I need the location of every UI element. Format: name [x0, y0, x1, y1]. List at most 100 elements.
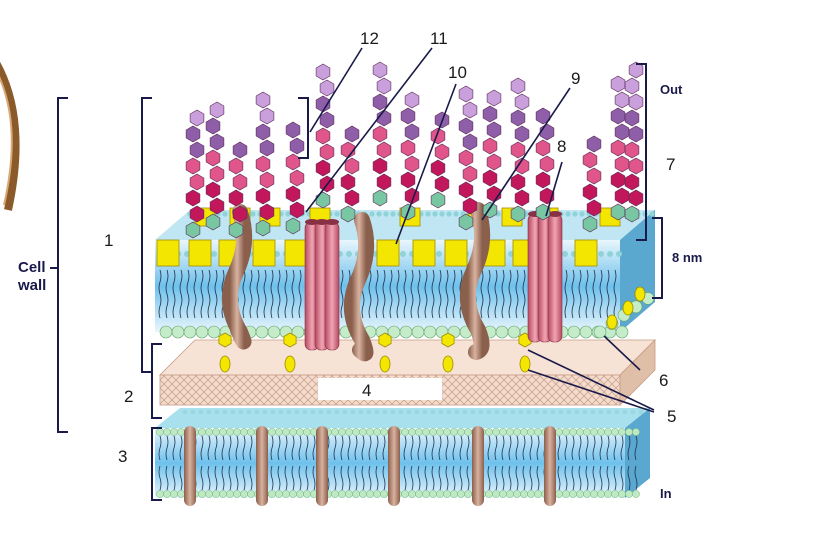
in-label: In	[660, 486, 672, 501]
lipid-head	[562, 490, 569, 497]
lipid-head	[632, 428, 639, 435]
lipid-head-top	[487, 410, 492, 415]
lipid-head-green	[568, 326, 580, 338]
lipid-head-green	[208, 326, 220, 338]
lipid-head	[415, 490, 422, 497]
peptidoglycan-layer	[160, 340, 655, 405]
porin-opening	[325, 219, 339, 225]
lipid-head-top	[479, 410, 484, 415]
lps-sugar-hex	[401, 140, 415, 156]
lps-sugar-hex	[286, 186, 300, 202]
lipid-head	[376, 211, 381, 216]
lps-sugar-hex	[256, 124, 270, 140]
lipid-head-green	[580, 326, 592, 338]
lipid-head	[373, 428, 380, 435]
lipid-head-top	[391, 410, 396, 415]
lipid-head-top	[295, 410, 300, 415]
lipid-head-top	[567, 410, 572, 415]
lipid-head-top	[375, 410, 380, 415]
lipid-head-top	[327, 410, 332, 415]
lipid-head	[436, 428, 443, 435]
cell-wall-label-line1: Cell	[18, 259, 46, 276]
lps-sugar-hex	[206, 150, 220, 166]
lipid-head-top	[311, 410, 316, 415]
lipid-head	[401, 490, 408, 497]
lipid-head-top	[415, 410, 420, 415]
lipid-head-top	[215, 410, 220, 415]
lipoprotein-ellipse	[380, 356, 390, 372]
lipid-head-green	[412, 326, 424, 338]
lipid-head	[604, 428, 611, 435]
lipid-head	[352, 428, 359, 435]
lps-sugar-hex	[373, 158, 387, 174]
lipid-head	[569, 490, 576, 497]
lps-sugar-hex	[459, 86, 473, 102]
label-6: 6	[659, 371, 668, 390]
lipid-head	[390, 211, 395, 216]
lipid-head	[198, 428, 205, 435]
lipid-head	[296, 490, 303, 497]
lipid-head	[212, 490, 219, 497]
label-4: 4	[362, 381, 371, 400]
lps-sugar-hex	[615, 92, 629, 108]
lps-sugar-hex	[611, 172, 625, 188]
lipid-head-top	[335, 410, 340, 415]
lipid-head	[177, 428, 184, 435]
lps-sugar-hex	[210, 102, 224, 118]
lipid-head	[163, 428, 170, 435]
lps-sugar-hex	[487, 154, 501, 170]
lipid-head	[247, 490, 254, 497]
lipid-head	[513, 490, 520, 497]
lipid-head-top	[495, 410, 500, 415]
lps-sugar-hex	[377, 142, 391, 158]
lipid-head	[346, 251, 352, 257]
lipid-head	[422, 428, 429, 435]
lipid-head-top	[535, 410, 540, 415]
lipid-head	[569, 428, 576, 435]
lipid-head-top	[615, 410, 620, 415]
lipid-head	[439, 211, 444, 216]
lipid-head-green	[196, 326, 208, 338]
lps-sugar-hex	[515, 94, 529, 110]
lipid-head	[289, 490, 296, 497]
lipid-head	[527, 428, 534, 435]
lps-sugar-hex	[487, 122, 501, 138]
lipid-head-green	[400, 326, 412, 338]
lps-sugar-hex	[431, 192, 445, 208]
lipid-head	[562, 428, 569, 435]
lps-sugar-hex	[463, 102, 477, 118]
lipid-head	[625, 428, 632, 435]
lipid-head	[453, 211, 458, 216]
lipid-head	[632, 490, 639, 497]
lipid-head	[450, 490, 457, 497]
lps-sugar-hex	[405, 124, 419, 140]
lipid-head	[607, 251, 613, 257]
plasma-membrane-protein	[256, 426, 268, 506]
lps-sugar-hex	[540, 156, 554, 172]
lipid-head	[520, 490, 527, 497]
lps-sugar-hex	[286, 122, 300, 138]
lipid-head	[366, 428, 373, 435]
lipoprotein-hex	[219, 333, 231, 347]
lipid-head-top	[551, 410, 556, 415]
lipid-head	[250, 211, 255, 216]
cell-wall-label-line2: wall	[17, 277, 46, 294]
lipid-head	[520, 428, 527, 435]
label-2: 2	[124, 387, 133, 406]
lps-sugar-hex	[401, 108, 415, 124]
lps-sugar-hex	[186, 158, 200, 174]
lipid-a-square	[413, 240, 435, 266]
lipid-head-green	[160, 326, 172, 338]
lps-sugar-hex	[587, 136, 601, 152]
lipid-head	[485, 490, 492, 497]
lipid-head-green	[616, 326, 628, 338]
label-5: 5	[667, 407, 676, 426]
label-9: 9	[571, 69, 580, 88]
porin-barrel	[548, 214, 562, 342]
lps-sugar-hex	[345, 190, 359, 206]
lipid-head	[583, 490, 590, 497]
plasma-membrane-protein	[544, 426, 556, 506]
lps-sugar-hex	[625, 110, 639, 126]
lps-sugar-hex	[320, 144, 334, 160]
